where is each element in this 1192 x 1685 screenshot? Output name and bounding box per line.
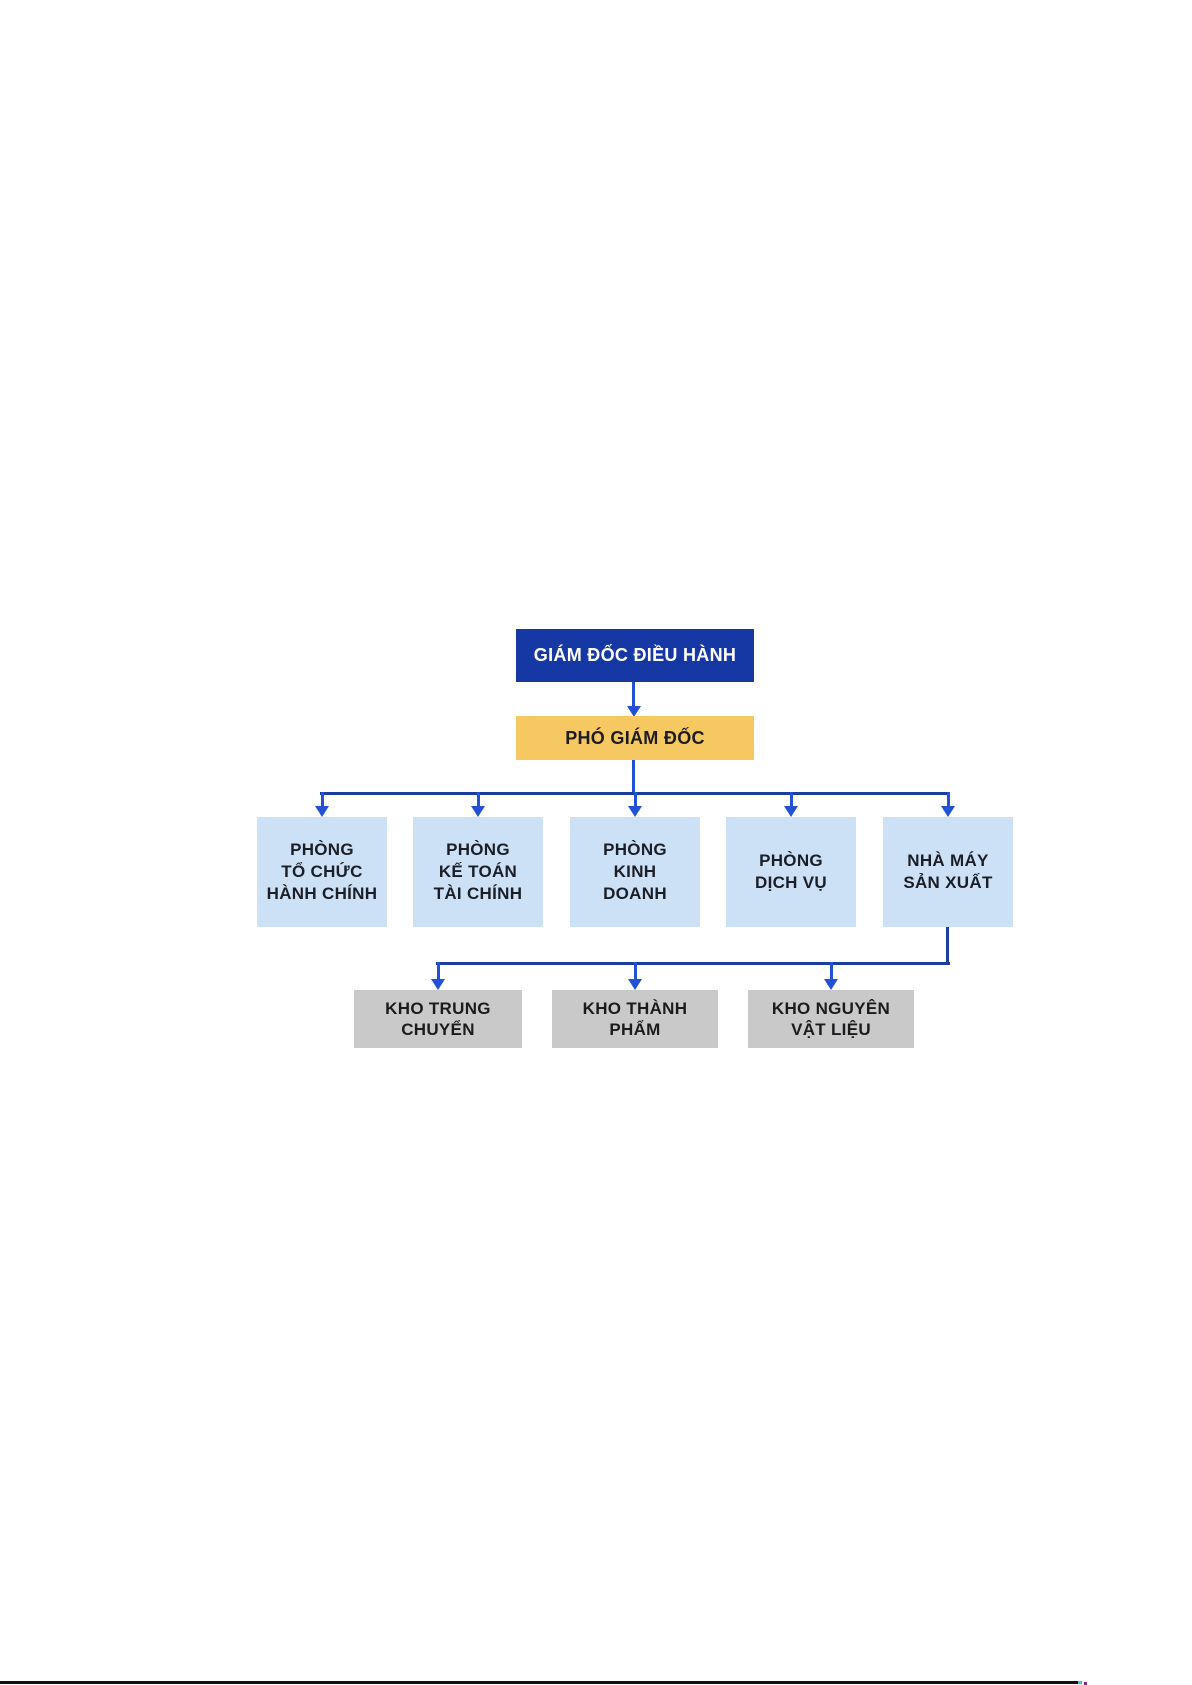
- connector-dept3-shaft: [634, 792, 637, 806]
- connector-deputy-rail-shaft: [632, 760, 635, 793]
- connector-warehouse2-shaft: [634, 962, 637, 979]
- connector-dept2-shaft: [477, 792, 480, 806]
- arrowhead-dept1: [315, 806, 329, 817]
- node-factory-san-xuat: NHÀ MÁY SẢN XUẤT: [883, 817, 1013, 927]
- connector-executive-deputy-shaft: [632, 682, 635, 707]
- node-deputy-director: PHÓ GIÁM ĐỐC: [516, 716, 754, 760]
- node-dept-to-chuc-hanh-chinh: PHÒNG TỔ CHỨC HÀNH CHÍNH: [257, 817, 387, 927]
- arrowhead-dept4: [784, 806, 798, 817]
- arrowhead-dept5: [941, 806, 955, 817]
- connector-warehouses-rail: [436, 962, 950, 965]
- node-executive-director: GIÁM ĐỐC ĐIỀU HÀNH: [516, 629, 754, 682]
- arrowhead-warehouse1: [431, 979, 445, 990]
- arrowhead-dept3: [628, 806, 642, 817]
- scan-artifact-cyan: [1078, 1681, 1082, 1684]
- connector-dept1-shaft: [321, 792, 324, 806]
- connector-dept4-shaft: [790, 792, 793, 806]
- arrowhead-executive-deputy: [627, 706, 641, 717]
- node-dept-kinh-doanh: PHÒNG KINH DOANH: [570, 817, 700, 927]
- connector-warehouse1-shaft: [437, 962, 440, 979]
- node-warehouse-nguyen-vat-lieu: KHO NGUYÊN VẬT LIỆU: [748, 990, 914, 1048]
- connector-factory-rail-shaft: [946, 927, 949, 965]
- arrowhead-warehouse2: [628, 979, 642, 990]
- connector-dept5-shaft: [947, 792, 950, 806]
- node-warehouse-thanh-pham: KHO THÀNH PHẨM: [552, 990, 718, 1048]
- arrowhead-dept2: [471, 806, 485, 817]
- scan-artifact-purple: [1084, 1682, 1087, 1685]
- connector-warehouse3-shaft: [830, 962, 833, 979]
- node-dept-dich-vu: PHÒNG DỊCH VỤ: [726, 817, 856, 927]
- arrowhead-warehouse3: [824, 979, 838, 990]
- node-dept-ke-toan-tai-chinh: PHÒNG KẾ TOÁN TÀI CHÍNH: [413, 817, 543, 927]
- node-warehouse-trung-chuyen: KHO TRUNG CHUYỂN: [354, 990, 522, 1048]
- page-bottom-rule: [0, 1681, 1078, 1684]
